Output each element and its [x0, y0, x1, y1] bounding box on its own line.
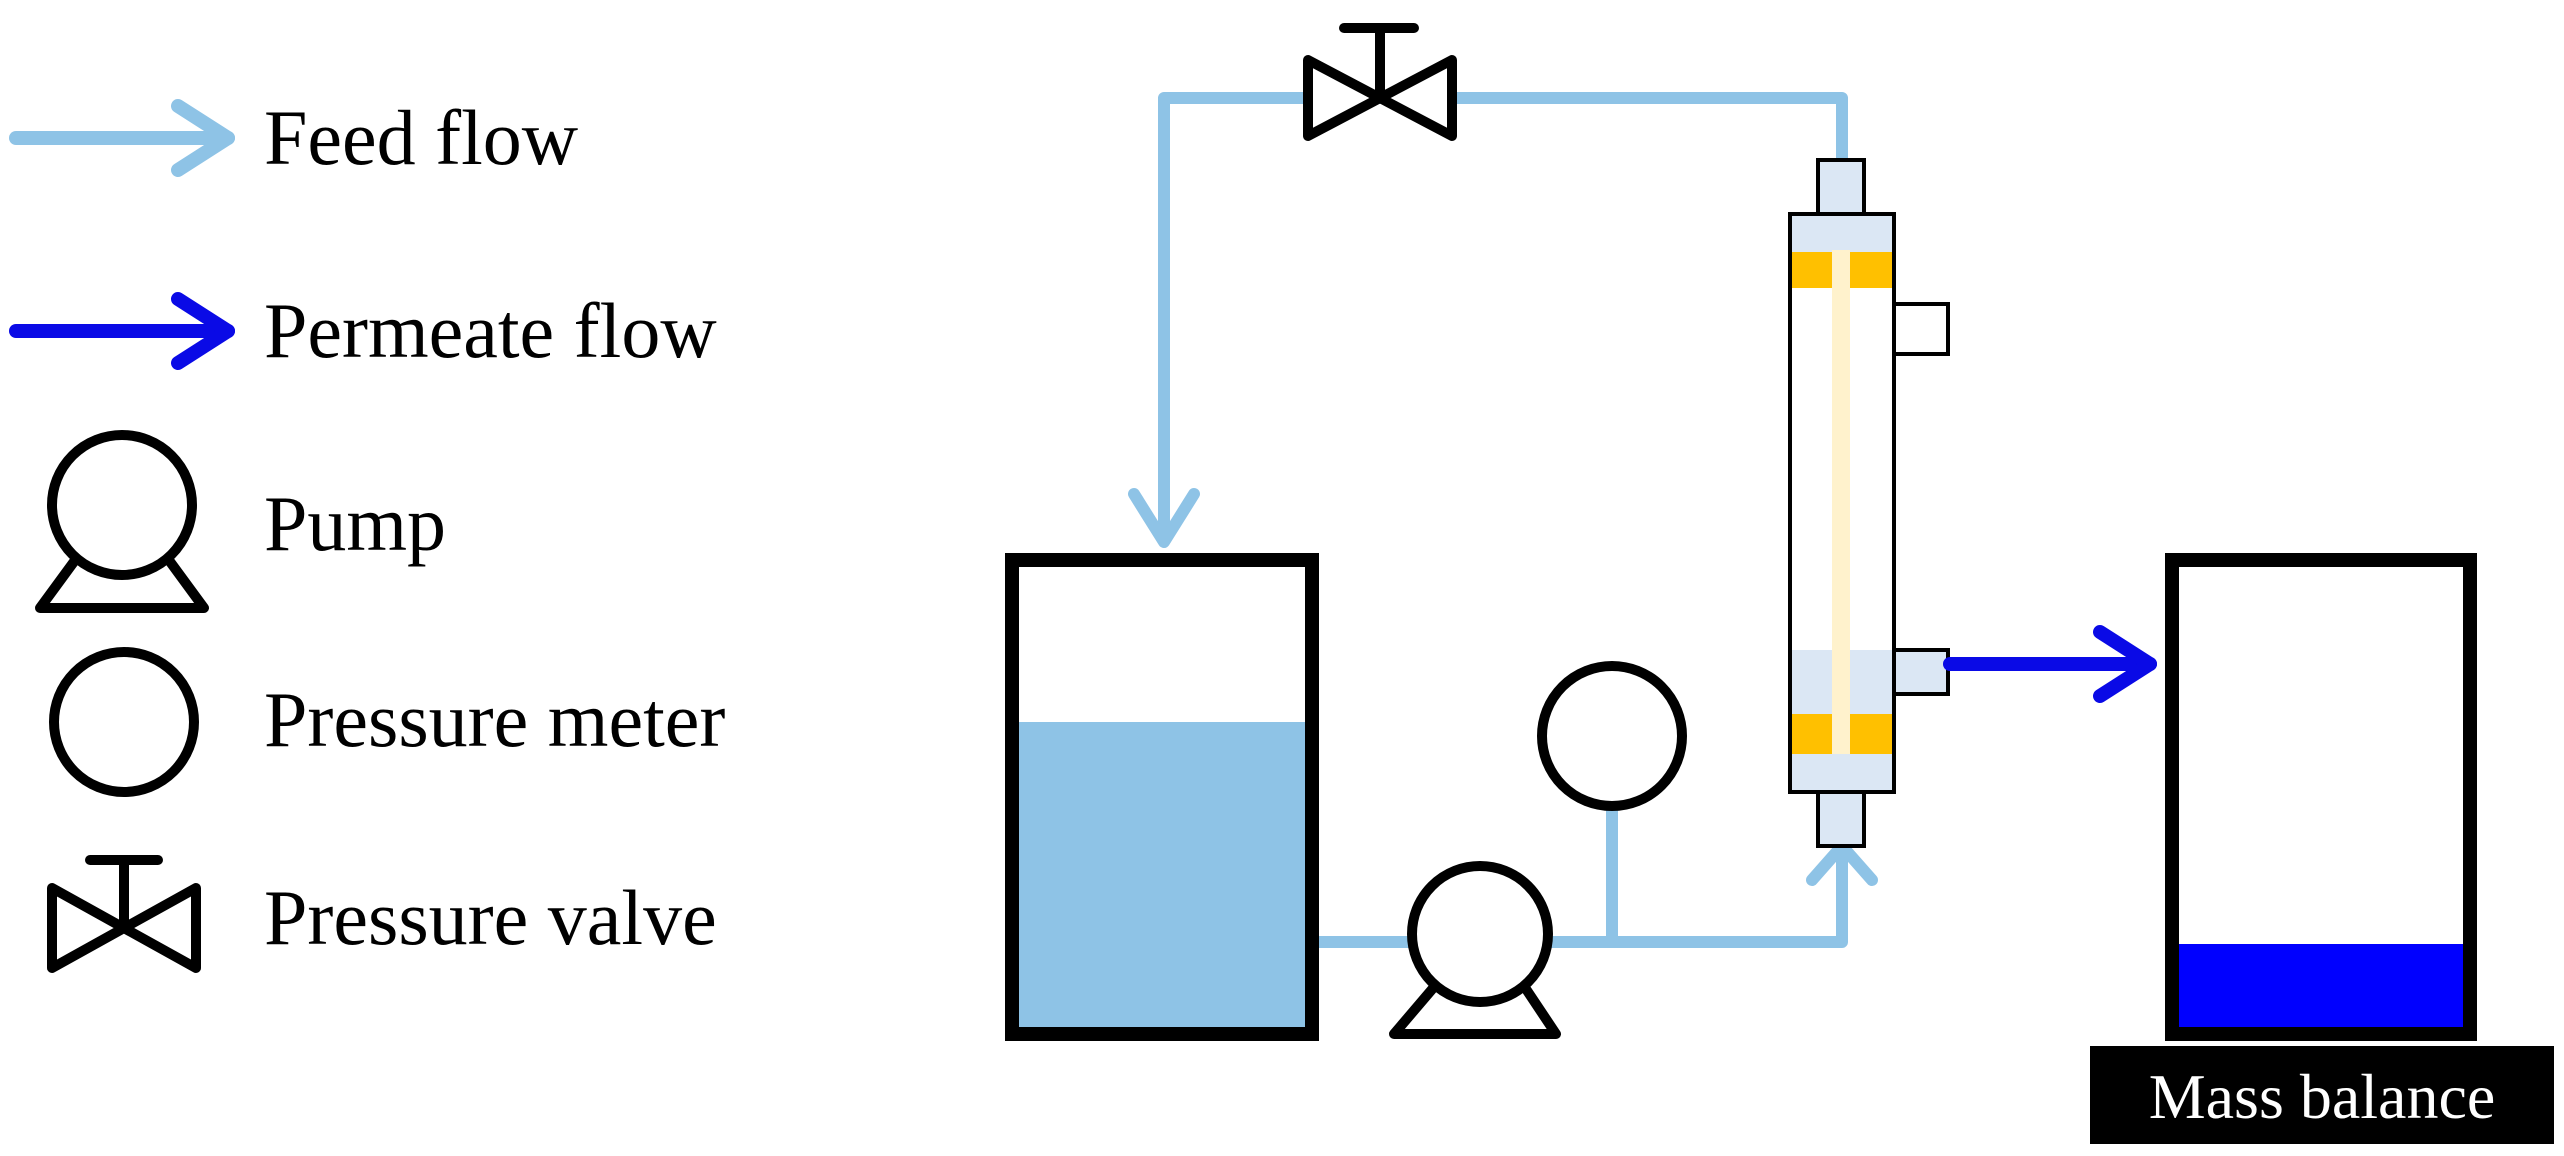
pressure-valve-legend-icon — [47, 855, 201, 973]
legend-permeate-flow-label: Permeate flow — [264, 287, 717, 374]
module-body-outline — [1788, 212, 1896, 794]
membrane-module — [1788, 158, 1950, 848]
hollow-fiber — [1832, 250, 1850, 754]
feed-tank-outline — [1005, 553, 1319, 1041]
permeate-flow-arrow-icon — [1943, 625, 2157, 703]
module-bottom-cap — [1816, 790, 1866, 848]
legend-feed-flow-label: Feed flow — [264, 94, 578, 181]
fiber-through-top-seal — [1832, 252, 1850, 288]
feed-into-tank-arrowhead-icon — [1128, 488, 1200, 548]
permeate-tank-outline — [2165, 553, 2477, 1041]
permeate-tank — [2165, 553, 2477, 1041]
mass-balance: Mass balance — [2090, 1046, 2554, 1144]
module-top-cap — [1816, 158, 1866, 216]
pump-icon — [1389, 861, 1561, 1039]
fiber-through-bottom-seal — [1832, 714, 1850, 754]
mass-balance-plate — [2090, 1046, 2554, 1144]
permeate-tank-liquid — [2178, 944, 2464, 1028]
pump-legend-icon — [35, 430, 209, 613]
mass-balance-label: Mass balance — [2149, 1061, 2496, 1132]
feed-tank — [1005, 553, 1319, 1041]
permeate-flow-legend-arrow-icon — [9, 292, 235, 370]
pressure-meter-icon — [1537, 661, 1687, 811]
legend-pressure-valve-label: Pressure valve — [264, 874, 717, 961]
legend: Feed flow Permeate flow Pump Pressure me… — [9, 94, 725, 973]
feed-flow-legend-arrow-icon — [9, 99, 235, 177]
legend-pressure-meter-label: Pressure meter — [264, 676, 725, 763]
legend-pump-label: Pump — [264, 480, 446, 567]
feed-pipe-loop — [1158, 92, 1848, 948]
module-permeate-port — [1892, 648, 1950, 696]
feed-tank-liquid — [1016, 722, 1310, 1030]
pressure-valve-icon — [1303, 23, 1457, 141]
module-upper-side-port — [1892, 302, 1950, 356]
pressure-meter-legend-icon — [49, 647, 199, 797]
module-upper-zone — [1792, 216, 1892, 252]
